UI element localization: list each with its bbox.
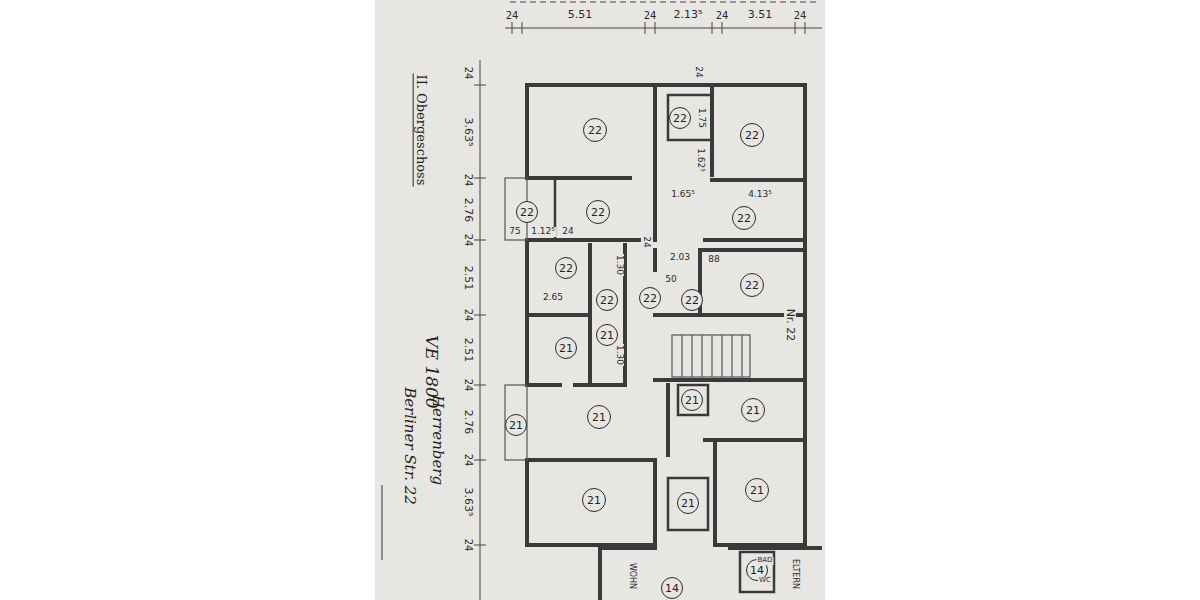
dimension-label: 50 <box>664 275 677 285</box>
dimension-label: 3.63⁵ <box>462 117 474 148</box>
room-number-circle: 21 <box>741 398 765 422</box>
room-number: 22 <box>745 280 759 291</box>
room-number-circle: 21 <box>505 414 527 436</box>
floor-title: II. Obergeschoss <box>412 74 427 187</box>
dimension-label: 5.51 <box>567 9 594 21</box>
dimension-label: 24 <box>693 65 703 78</box>
room-number: 21 <box>509 420 523 431</box>
dimension-label: 24 <box>463 378 474 393</box>
dimension-label: 3.51 <box>747 9 774 21</box>
room-number-circle: 21 <box>677 492 699 514</box>
room-number-circle: 22 <box>669 107 691 129</box>
dimension-label: 24 <box>561 227 574 237</box>
room-number-circle: 21 <box>596 324 618 346</box>
dimension-label: 2.03 <box>669 253 691 263</box>
room-number: 22 <box>685 295 699 306</box>
room-name: BAD <box>757 557 774 565</box>
room-number: 22 <box>588 125 602 136</box>
room-number: 22 <box>559 263 573 274</box>
dimension-label: 1.12⁵ <box>530 227 556 237</box>
dimension-label: 24 <box>463 308 474 323</box>
room-number-circle: 22 <box>586 200 610 224</box>
dimension-label: 88 <box>707 255 720 265</box>
dimension-label: 2.76 <box>462 409 474 436</box>
dimension-label: 2.51 <box>462 337 474 364</box>
room-number: 21 <box>750 485 764 496</box>
address-note: Berliner Str. 22 <box>402 386 419 506</box>
room-name: WOHN <box>628 562 637 590</box>
room-number: 22 <box>673 113 687 124</box>
dimension-label: 75 <box>508 227 521 237</box>
dimension-label: 1.62⁵ <box>695 147 705 173</box>
room-number: 22 <box>591 207 605 218</box>
room-number-circle: 21 <box>587 405 611 429</box>
dimension-label: 24 <box>641 235 651 248</box>
room-number: 21 <box>685 395 699 406</box>
room-number: 21 <box>600 330 614 341</box>
room-number: 21 <box>746 405 760 416</box>
unit-number: Nr. 22 <box>784 308 796 343</box>
dimension-label: 24 <box>463 453 474 468</box>
room-number-circle: 22 <box>596 289 618 311</box>
dimension-label: 1.30 <box>614 254 624 276</box>
room-number-circle: 22 <box>516 201 538 223</box>
dimension-label: 24 <box>715 10 730 21</box>
room-number-circle: 22 <box>740 123 764 147</box>
dimension-label: 24 <box>463 538 474 553</box>
dimension-label: 1.30 <box>614 344 624 366</box>
room-number-circle: 22 <box>740 273 764 297</box>
dimension-label: 24 <box>505 10 520 21</box>
room-number: 21 <box>681 498 695 509</box>
dimension-label: 24 <box>643 10 658 21</box>
dimension-label: 2.65 <box>542 293 564 303</box>
room-name: WC <box>758 577 772 585</box>
dimension-label: 2.76 <box>462 197 474 224</box>
dimension-label: 24 <box>793 10 808 21</box>
room-number-circle: 14 <box>661 577 683 599</box>
room-number: 22 <box>745 130 759 141</box>
room-number-circle: 22 <box>583 118 607 142</box>
dimension-label: 3.63⁵ <box>462 487 474 518</box>
dimension-label: 2.13⁵ <box>673 9 704 21</box>
room-number-circle: 21 <box>555 337 577 359</box>
room-number-circle: 22 <box>681 289 703 311</box>
room-number: 22 <box>520 207 534 218</box>
room-number-circle: 22 <box>639 287 661 309</box>
dimension-label: 24 <box>463 66 474 81</box>
room-number-circle: 22 <box>732 206 756 230</box>
location-note: Herrenberg <box>430 394 447 486</box>
dimension-label: 24 <box>463 173 474 188</box>
room-number: 21 <box>559 343 573 354</box>
room-number-circle: 21 <box>582 488 606 512</box>
room-number-circle: 21 <box>745 478 769 502</box>
room-name: ELTERN <box>791 558 800 590</box>
room-number: 21 <box>592 412 606 423</box>
room-number: 21 <box>587 495 601 506</box>
dimension-label: 4.13⁵ <box>747 190 773 200</box>
dimension-label: 1.75 <box>696 107 706 129</box>
dimension-label: 2.51 <box>462 265 474 292</box>
dimension-label: 1.65⁵ <box>670 190 696 200</box>
room-number: 14 <box>750 565 764 576</box>
room-number-circle: 21 <box>681 389 703 411</box>
room-number: 22 <box>643 293 657 304</box>
dimension-label: 24 <box>463 233 474 248</box>
room-number: 22 <box>600 295 614 306</box>
room-number: 14 <box>665 583 679 594</box>
room-number-circle: 22 <box>555 257 577 279</box>
room-number: 22 <box>737 213 751 224</box>
